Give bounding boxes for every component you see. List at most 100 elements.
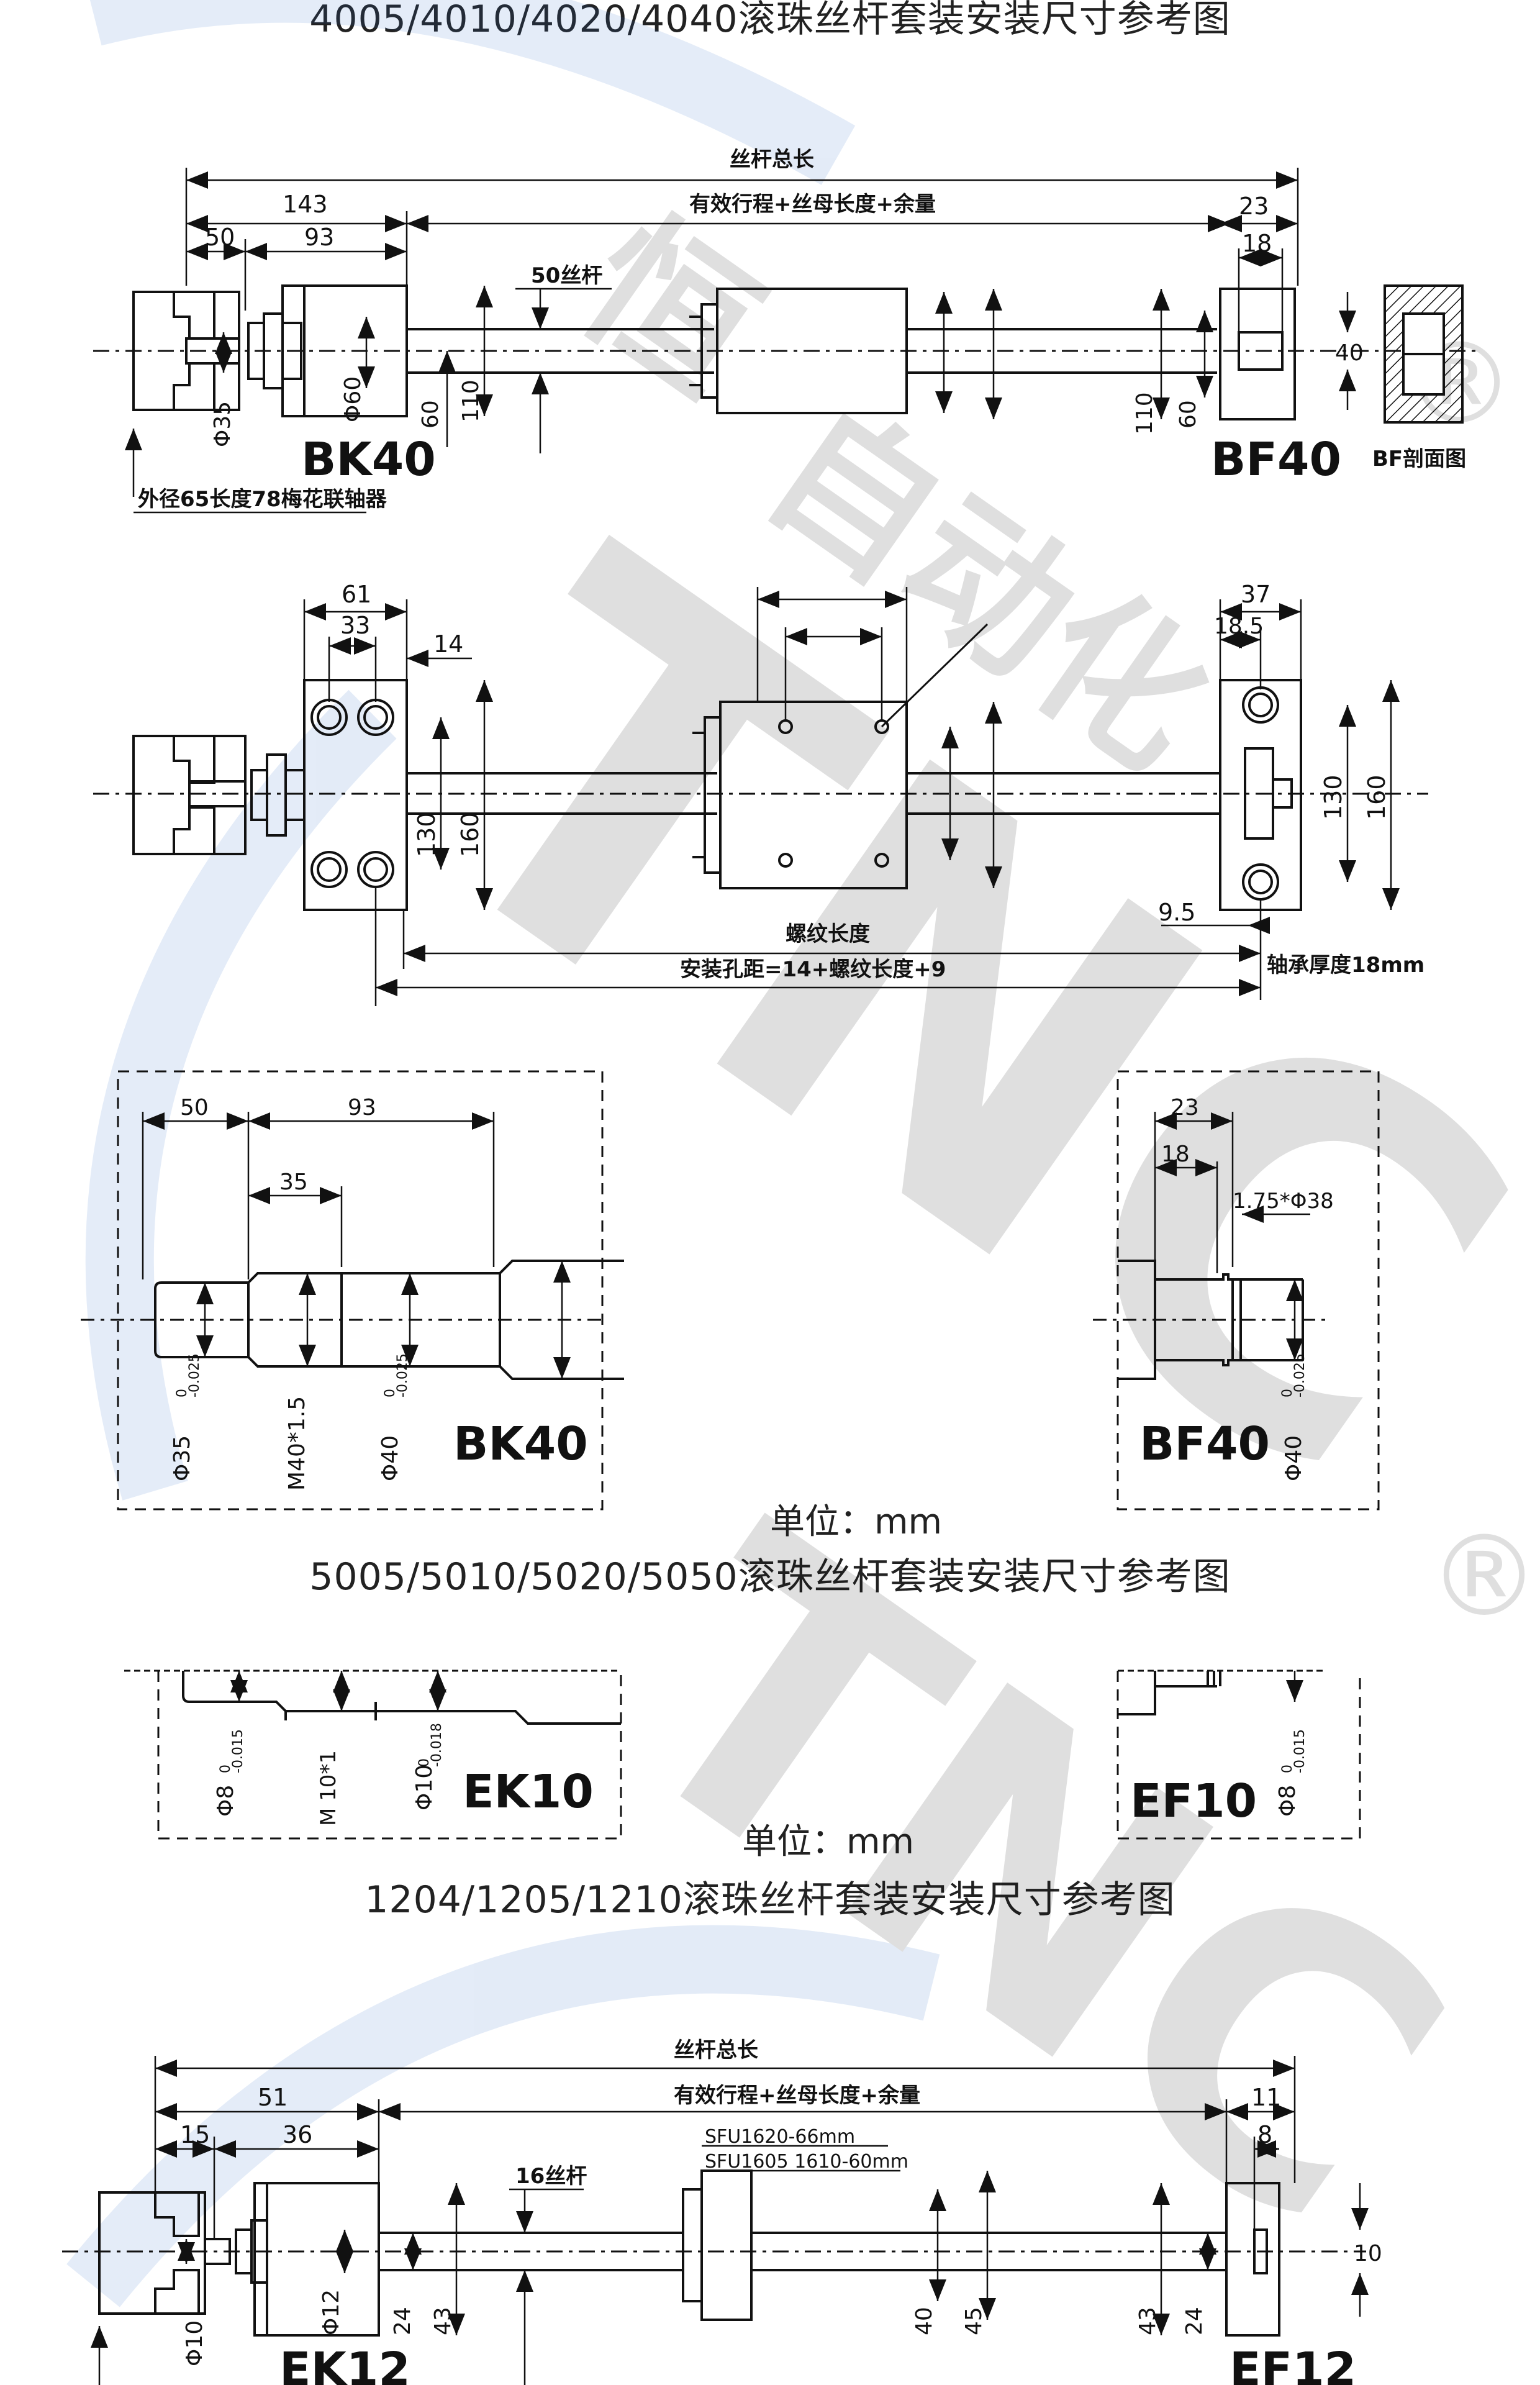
dim-110: 110 [458,379,484,422]
ek10-label: EK10 [463,1765,594,1819]
thread-length-label: 螺纹长度 [786,922,870,947]
dim-93-detail: 93 [348,1095,376,1120]
tol-10-lower: -0.018 [429,1723,445,1767]
tol-8b-lower: -0.015 [1292,1729,1308,1773]
watermark-brand-2: TNC [550,1450,1518,2314]
dim-40: 40 [1335,340,1364,366]
phi-12: Φ12 [319,2289,344,2335]
diagram-side-view-40 [93,284,1478,424]
effective-stroke-label-12: 有效行程+丝母长度+余量 [674,2083,920,2108]
dims-top-view-40 [303,587,1400,1006]
dim-11: 11 [1251,2084,1281,2111]
dim-40-12: 40 [912,2307,937,2335]
hole-spacing-label: 安装孔距=14+螺纹长度+9 [680,957,946,982]
dim-18: 18 [1242,230,1272,257]
dim-43: 43 [430,2307,456,2335]
dim-23-detail: 23 [1171,1095,1199,1120]
dims-side-view-40 [125,168,1356,514]
nut-sfu1605-label: SFU1605 1610-60mm [705,2151,908,2173]
bearing-thickness-label: 轴承厚度18mm [1267,953,1424,978]
labels-top-view-40: 61 33 14 37 18.5 130 160 130 160 螺纹长度 安装… [340,581,1424,982]
screw-16-label: 16丝杆 [515,2164,587,2189]
phi-40-detail: Φ40 [378,1435,403,1481]
m40-thread: M40*1.5 [284,1396,310,1491]
dim-8: 8 [1257,2121,1272,2148]
dim-37: 37 [1241,581,1270,608]
labels-side-view-12: 丝杆总长 有效行程+丝母长度+余量 51 15 36 11 8 16丝杆 SFU… [180,2038,1382,2385]
dim-50: 50 [205,224,235,251]
diagram-top-view-40 [93,623,1428,911]
tol-40-upper: 0 [383,1389,398,1397]
diagram-ek10-ef10 [124,1670,1361,1840]
labels-shaft-ends-40: 50 93 35 Φ35 0 -0.025 M40*1.5 Φ40 0 -0.0… [170,1095,1334,1491]
phi-8-ef: Φ8 [1275,1785,1300,1817]
phi-8-ek: Φ8 [213,1785,238,1817]
phi-10-12: Φ10 [182,2320,207,2366]
effective-stroke-label: 有效行程+丝母长度+余量 [689,192,936,217]
tol-8b-upper: 0 [1280,1765,1295,1773]
tol-8-upper: 0 [218,1765,233,1773]
labels-ek10-ef10: Φ8 0 -0.015 M 10*1 Φ10 0 -0.018 EK10 EF1… [213,1723,1308,1828]
total-length-label: 丝杆总长 [730,147,814,172]
total-length-label-12: 丝杆总长 [674,2038,758,2063]
bk40-label: BK40 [301,433,436,486]
nut-sfu1620-label: SFU1620-66mm [705,2126,855,2148]
dims-ek10-ef10 [230,1671,1303,1711]
ef10-label: EF10 [1130,1774,1257,1828]
dim-143: 143 [283,191,328,218]
tol-bf-lower: -0.025 [1292,1353,1308,1397]
heading-1204-series: 1204/1205/1210滚珠丝杆套装安装尺寸参考图 [365,1878,1175,1922]
dim-160-right: 160 [1363,775,1390,820]
dim-23: 23 [1239,193,1269,220]
dim-18-5: 18.5 [1214,614,1264,639]
tol-10-upper: 0 [417,1758,432,1767]
heading-4005-series: 4005/4010/4020/4040滚珠丝杆套装安装尺寸参考图 [309,0,1231,41]
screw-diameter-label: 50丝杆 [531,263,602,288]
dim-130: 130 [413,812,440,857]
dim-61: 61 [342,581,371,608]
watermark: TNC TNC 恒 自动化 ® ® [66,0,1540,2314]
phi-60: Φ60 [340,376,366,422]
dim-9-5: 9.5 [1158,899,1195,926]
ef12-label: EF12 [1230,2343,1356,2385]
phi-10-ek: Φ10 [412,1765,437,1810]
dim-15: 15 [180,2121,210,2148]
dim-110-right: 110 [1132,392,1157,435]
m10-thread: M 10*1 [316,1750,341,1826]
bf40-label: BF40 [1211,433,1341,486]
tol-bf-upper: 0 [1280,1389,1295,1397]
phi-40-bf: Φ40 [1281,1435,1307,1481]
dim-36: 36 [283,2121,312,2148]
tol-35-lower: -0.025 [187,1353,202,1397]
dim-130-right: 130 [1320,775,1347,820]
phi-35-detail: Φ35 [170,1435,195,1481]
groove-label: 1.75*Φ38 [1233,1189,1334,1214]
dim-33: 33 [340,612,370,639]
tol-35-upper: 0 [174,1389,190,1397]
bf40-detail-label: BF40 [1139,1417,1270,1471]
bf-section-label: BF剖面图 [1372,447,1466,471]
dim-43-right: 43 [1135,2307,1161,2335]
dim-24: 24 [390,2307,415,2335]
tol-40-lower: -0.025 [395,1353,410,1397]
dim-24-right: 24 [1182,2307,1207,2335]
tol-8-lower: -0.015 [230,1729,246,1773]
dim-45: 45 [961,2307,987,2335]
coupling-label: 外径65长度78梅花联轴器 [138,487,387,512]
heading-5005-series: 5005/5010/5020/5050滚珠丝杆套装安装尺寸参考图 [309,1555,1231,1599]
phi-35: Φ35 [210,401,235,447]
ek12-label: EK12 [279,2343,410,2385]
labels-side-view-40: 丝杆总长 有效行程+丝母长度+余量 143 50 93 23 18 50丝杆 Φ… [138,147,1466,512]
dim-60-right: 60 [1175,400,1201,429]
dim-160: 160 [456,812,484,857]
dim-18-detail: 18 [1161,1142,1190,1167]
unit-label-1: 单位：mm [770,1502,943,1542]
dim-60: 60 [418,400,443,429]
dim-14: 14 [433,630,463,658]
dims-side-view-12 [91,2056,1369,2385]
watermark-reg-2: ® [1428,1512,1540,1642]
dims-shaft-ends-40 [142,1112,1310,1379]
dim-10: 10 [1354,2241,1382,2266]
